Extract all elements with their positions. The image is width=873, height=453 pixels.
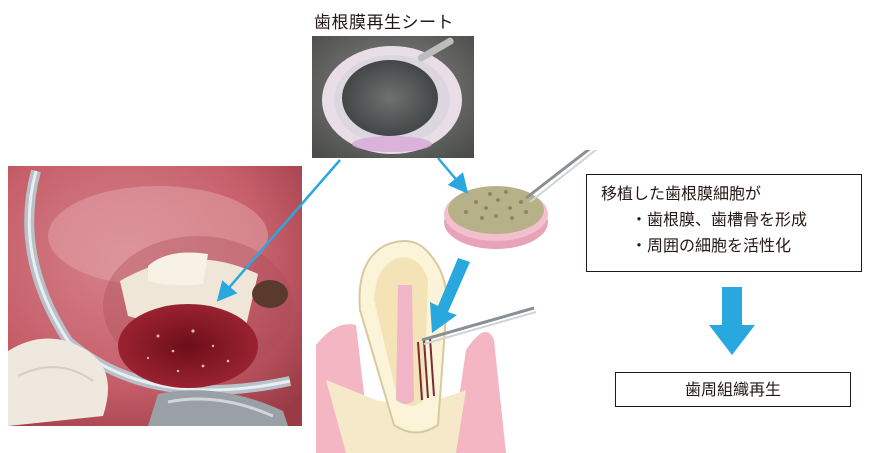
sheet-photo — [312, 36, 474, 158]
culture-dish — [444, 186, 548, 249]
effect-heading: 移植した歯根膜細胞が — [601, 181, 861, 207]
result-box: 歯周組織再生 — [615, 372, 851, 407]
sheet-title: 歯根膜再生シート — [314, 8, 454, 33]
arrow-effect-to-result — [709, 287, 755, 355]
oral-surgery-photo — [8, 166, 302, 426]
effect-box: 移植した歯根膜細胞が ・歯根膜、歯槽骨を形成 ・周囲の細胞を活性化 — [586, 174, 862, 272]
effect-item-activation: ・周囲の細胞を活性化 — [601, 233, 861, 259]
effect-item-formation: ・歯根膜、歯槽骨を形成 — [601, 207, 861, 233]
